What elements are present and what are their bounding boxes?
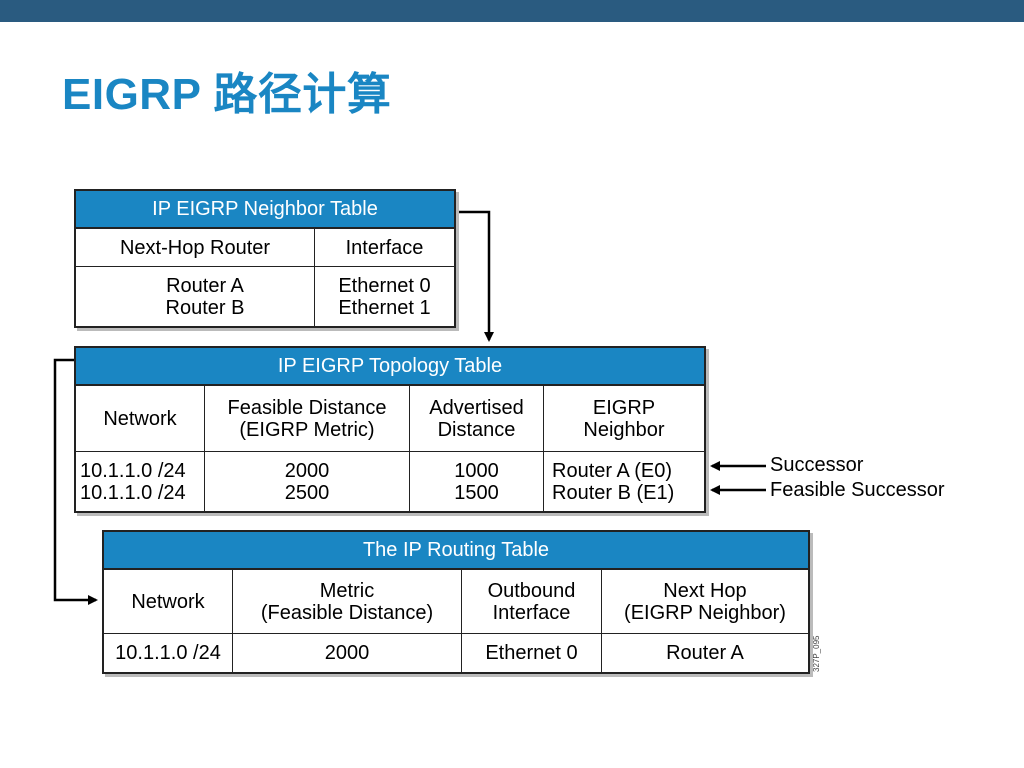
ad-cell: 1000 1500	[409, 452, 543, 511]
table-row: 10.1.1.0 /24 10.1.1.0 /24 2000 2500 1000…	[76, 452, 704, 511]
neighbor-cell: Router A (E0) Router B (E1)	[543, 452, 704, 511]
neighbor-table-title: IP EIGRP Neighbor Table	[76, 191, 454, 229]
neighbor-to-topology-arrow	[456, 210, 494, 342]
interface-cell: Ethernet 0 Ethernet 1	[314, 267, 454, 326]
column-header: Outbound Interface	[461, 570, 601, 633]
neighbor-table: IP EIGRP Neighbor Table Next-Hop Router …	[74, 189, 456, 328]
topology-table-title: IP EIGRP Topology Table	[76, 348, 704, 386]
metric-cell: 2000	[232, 634, 461, 672]
network-cell: 10.1.1.0 /24 10.1.1.0 /24	[80, 459, 186, 504]
top-bar	[0, 0, 1024, 22]
fd-cell: 2000 2500	[204, 452, 409, 511]
next-hop-cell: Router A	[601, 634, 808, 672]
topology-to-routing-arrow	[53, 358, 98, 605]
routing-table-header-row: Network Metric (Feasible Distance) Outbo…	[104, 570, 808, 634]
column-header: Network	[131, 590, 205, 613]
interface-cell: Ethernet 0	[461, 634, 601, 672]
slide-title: EIGRP 路径计算	[62, 70, 392, 119]
column-header: Interface	[314, 229, 454, 266]
column-header: Network	[103, 407, 177, 430]
column-header: Metric (Feasible Distance)	[232, 570, 461, 633]
column-header: Next-Hop Router	[119, 236, 271, 259]
figure-id: 327P_095	[812, 635, 821, 672]
routing-table-title: The IP Routing Table	[104, 532, 808, 570]
successor-label: Successor	[770, 454, 864, 476]
topology-table: IP EIGRP Topology Table Network Feasible…	[74, 346, 706, 513]
routing-table: The IP Routing Table Network Metric (Fea…	[102, 530, 810, 674]
feasible-successor-label: Feasible Successor	[770, 479, 945, 501]
table-row: Router A Router B Ethernet 0 Ethernet 1	[76, 267, 454, 326]
topology-table-header-row: Network Feasible Distance (EIGRP Metric)…	[76, 386, 704, 452]
neighbor-table-header-row: Next-Hop Router Interface	[76, 229, 454, 267]
column-header: Advertised Distance	[409, 386, 543, 451]
column-header: Feasible Distance (EIGRP Metric)	[204, 386, 409, 451]
network-cell: 10.1.1.0 /24	[115, 642, 221, 664]
router-cell: Router A Router B	[165, 274, 245, 319]
column-header: Next Hop (EIGRP Neighbor)	[601, 570, 808, 633]
column-header: EIGRP Neighbor	[543, 386, 704, 451]
table-row: 10.1.1.0 /24 2000 Ethernet 0 Router A	[104, 634, 808, 672]
